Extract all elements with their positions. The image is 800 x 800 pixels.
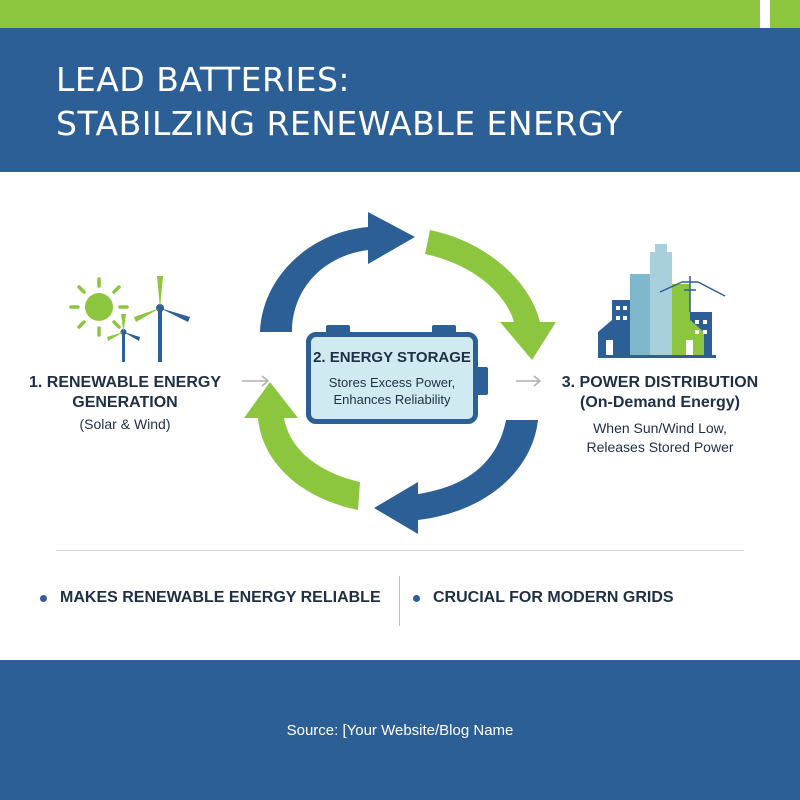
- key-point-label: CRUCIAL FOR MODERN GRIDS: [433, 589, 674, 606]
- accent-stripe: [0, 0, 760, 28]
- stage-distribution-text: When Sun/Wind Low, Releases Stored Power: [548, 419, 772, 457]
- stage-distribution-text-line-2: Releases Stored Power: [586, 439, 734, 455]
- right-arrow-icon: [242, 375, 270, 387]
- header-banner: LEAD BATTERIES: STABILZING RENEWABLE ENE…: [0, 28, 800, 172]
- top-accent-bar: [0, 0, 800, 28]
- stage-distribution-title: 3. POWER DISTRIBUTION (On-Demand Energy): [548, 373, 772, 413]
- stage-storage-text: Stores Excess Power, Enhances Reliabilit…: [311, 374, 473, 408]
- accent-stripe-small: [770, 0, 800, 28]
- key-point: CRUCIAL FOR MODERN GRIDS: [413, 589, 674, 607]
- stage-storage-text-line-2: Enhances Reliability: [333, 392, 451, 407]
- stage-distribution-title-line-2: (On-Demand Energy): [579, 394, 740, 411]
- title-line-2: STABILZING RENEWABLE ENERGY: [56, 104, 623, 143]
- stage-storage-text-line-1: Stores Excess Power,: [328, 375, 456, 390]
- key-point-label: MAKES RENEWABLE ENERGY RELIABLE: [60, 589, 381, 606]
- title-line-1: LEAD BATTERIES:: [56, 60, 351, 99]
- stage-generation-title-line-2: GENERATION: [72, 394, 178, 411]
- stage-distribution-title-line-1: 3. POWER DISTRIBUTION: [561, 374, 759, 391]
- stage-generation-subtitle: (Solar & Wind): [79, 416, 171, 432]
- wind-turbine-icon: [107, 276, 190, 362]
- stage-distribution: 3. POWER DISTRIBUTION (On-Demand Energy)…: [548, 373, 772, 457]
- stage-generation-title: 1. RENEWABLE ENERGY GENERATION: [20, 373, 230, 413]
- footer-banner: Source: [Your Website/Blog Name: [0, 660, 800, 800]
- stage-generation: 1. RENEWABLE ENERGY GENERATION (Solar & …: [20, 373, 230, 434]
- key-point: MAKES RENEWABLE ENERGY RELIABLE: [40, 589, 381, 607]
- bullet-icon: [413, 594, 420, 602]
- page-title: LEAD BATTERIES: STABILZING RENEWABLE ENE…: [56, 58, 623, 146]
- city-grid-icon: [598, 244, 726, 358]
- battery-icon: [326, 325, 488, 395]
- stage-generation-title-line-1: 1. RENEWABLE ENERGY: [28, 374, 222, 391]
- circular-arrows-icon: [244, 212, 556, 534]
- stage-distribution-text-line-1: When Sun/Wind Low,: [593, 420, 727, 436]
- key-points-divider: [399, 576, 400, 626]
- right-arrow-icon: [516, 375, 542, 387]
- bullet-icon: [40, 594, 47, 602]
- source-credit: Source: [Your Website/Blog Name: [286, 722, 514, 739]
- energy-storage-battery: 2. ENERGY STORAGE Stores Excess Power, E…: [306, 332, 478, 424]
- stage-storage-title: 2. ENERGY STORAGE: [313, 349, 471, 366]
- section-divider: [56, 550, 744, 551]
- diagram-graphics: [69, 212, 726, 534]
- sun-icon: [69, 277, 129, 337]
- energy-cycle-diagram: 1. RENEWABLE ENERGY GENERATION (Solar & …: [0, 172, 800, 550]
